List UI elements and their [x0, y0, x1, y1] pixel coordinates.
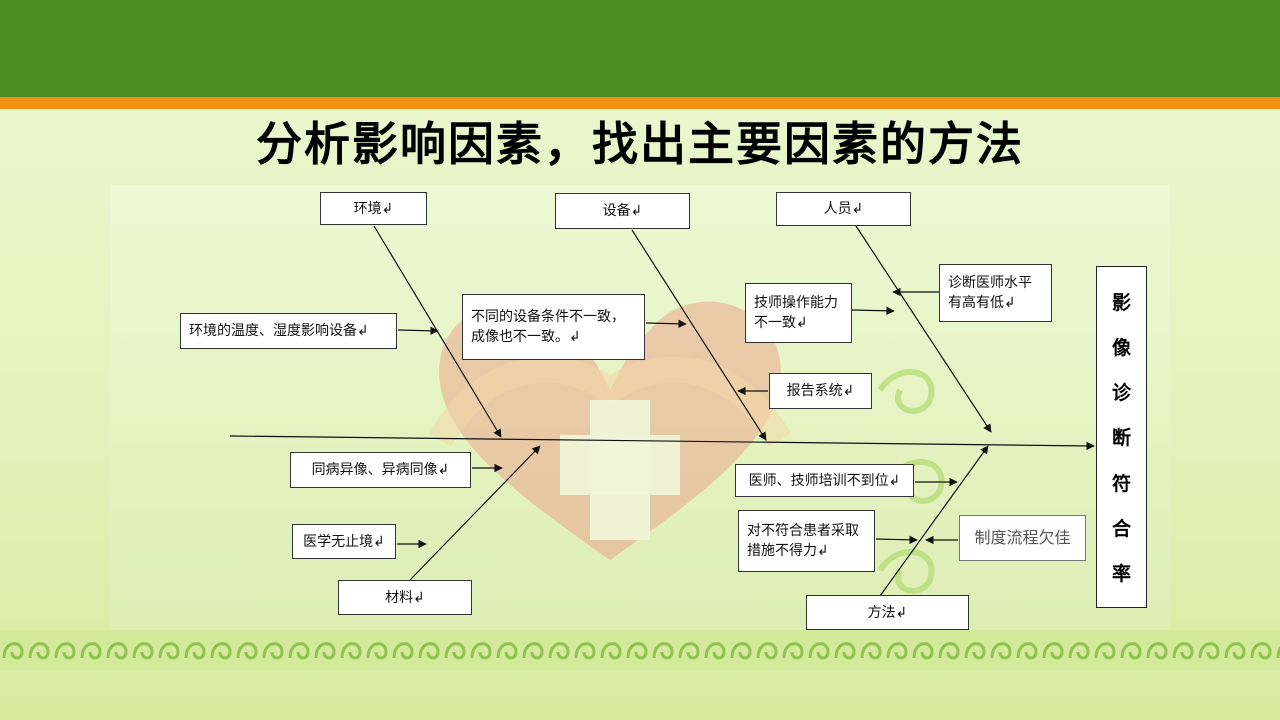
border-swirl	[1042, 642, 1064, 660]
border-swirl	[28, 642, 50, 660]
cause-process: 制度流程欠佳	[959, 515, 1086, 561]
border-swirl	[626, 642, 648, 660]
border-swirl	[782, 642, 804, 660]
border-swirl	[366, 642, 388, 660]
category-personnel: 人员↲	[776, 192, 911, 226]
border-swirl	[1068, 642, 1090, 660]
border-swirl	[834, 642, 856, 660]
effect-char: 率	[1111, 562, 1131, 585]
border-swirl	[444, 642, 466, 660]
border-swirl	[704, 642, 726, 660]
border-swirl	[288, 642, 310, 660]
border-swirl	[1224, 642, 1246, 660]
border-swirl	[730, 642, 752, 660]
border-swirl	[1198, 642, 1220, 660]
border-swirl	[1016, 642, 1038, 660]
border-swirl	[808, 642, 830, 660]
border-swirl	[132, 642, 154, 660]
cause-doctor-level: 诊断医师水平有高有低↲	[939, 264, 1052, 322]
border-swirl	[106, 642, 128, 660]
border-swirl	[470, 642, 492, 660]
category-equipment: 设备↲	[555, 193, 690, 229]
heart-cross-graphic	[428, 301, 792, 560]
cause-training: 医师、技师培训不到位↲	[735, 464, 914, 497]
border-swirl	[2, 642, 24, 660]
header-stripe	[0, 97, 1280, 109]
border-swirl	[1250, 642, 1272, 660]
border-swirl	[262, 642, 284, 660]
slide-title: 分析影响因素，找出主要因素的方法	[256, 117, 1024, 171]
effect-char: 断	[1111, 427, 1131, 450]
border-swirl	[1094, 642, 1116, 660]
cause-tech-ability: 技师操作能力不一致↲	[745, 283, 852, 343]
effect-char: 符	[1111, 472, 1131, 495]
border-swirl	[210, 642, 232, 660]
cause-medicine-endless: 医学无止境↲	[292, 524, 396, 559]
border-swirl	[574, 642, 596, 660]
border-swirl	[912, 642, 934, 660]
border-swirl	[80, 642, 102, 660]
cause-same-disease: 同病异像、异病同像↲	[290, 452, 471, 488]
cause-temp-humidity: 环境的温度、湿度影响设备↲	[180, 313, 397, 349]
border-swirl	[184, 642, 206, 660]
border-swirl	[418, 642, 440, 660]
border-swirl	[938, 642, 960, 660]
border-swirl	[886, 642, 908, 660]
border-swirl	[158, 642, 180, 660]
effect-char: 像	[1111, 337, 1131, 360]
border-swirl	[1146, 642, 1168, 660]
category-method: 方法↲	[806, 595, 969, 630]
border-swirl	[522, 642, 544, 660]
border-swirl	[340, 642, 362, 660]
effect-char: 诊	[1111, 382, 1131, 405]
border-swirl	[314, 642, 336, 660]
effect-box: 影 像 诊 断 符 合 率	[1096, 266, 1147, 608]
border-swirl	[54, 642, 76, 660]
header-bar	[0, 0, 1280, 97]
border-swirl	[990, 642, 1012, 660]
border-swirl	[964, 642, 986, 660]
category-environment: 环境↲	[320, 192, 427, 225]
border-swirl	[860, 642, 882, 660]
border-swirl	[652, 642, 674, 660]
border-swirl	[1120, 642, 1142, 660]
border-swirl	[600, 642, 622, 660]
border-swirl	[1172, 642, 1194, 660]
border-swirl	[392, 642, 414, 660]
decorative-border	[0, 630, 1280, 670]
effect-char: 影	[1111, 292, 1131, 315]
border-swirl	[496, 642, 518, 660]
cause-equip-condition: 不同的设备条件不一致，成像也不一致。↲	[462, 294, 645, 360]
cause-report-system: 报告系统↲	[769, 373, 872, 409]
border-swirl	[236, 642, 258, 660]
category-material: 材料↲	[338, 580, 472, 615]
border-swirl	[678, 642, 700, 660]
border-swirl	[756, 642, 778, 660]
effect-char: 合	[1111, 517, 1131, 540]
cause-measures: 对不符合患者采取措施不得力↲	[738, 510, 875, 572]
border-swirl	[548, 642, 570, 660]
